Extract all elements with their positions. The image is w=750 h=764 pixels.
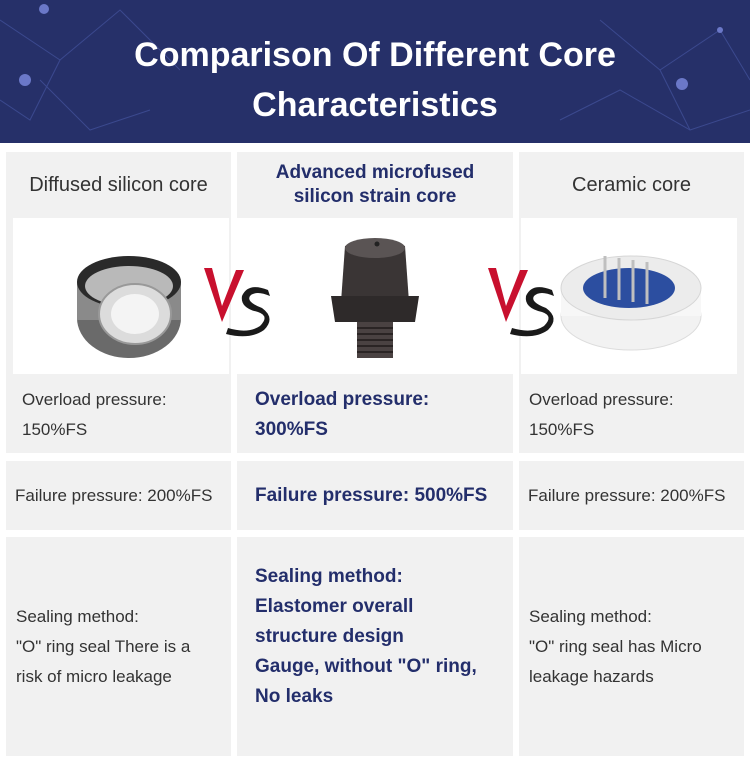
column-header-line2: silicon strain core: [293, 186, 457, 207]
failure-text: Failure pressure: 200%FS: [528, 485, 726, 505]
sealing-line: Sealing method:: [255, 566, 403, 587]
banner-title-line2: Characteristics: [252, 86, 498, 124]
ceramic-core-image: [521, 218, 737, 374]
overload-cell-ceramic: Overload pressure: 150%FS: [519, 377, 744, 453]
sealing-line: "O" ring seal There is a: [16, 636, 191, 656]
failure-cell-microfused: Failure pressure: 500%FS: [237, 461, 513, 530]
sealing-line: leakage hazards: [529, 666, 654, 686]
sealing-cell-diffused: Sealing method: "O" ring seal There is a…: [6, 537, 231, 756]
column-header: Advanced microfused silicon strain core: [237, 152, 513, 218]
sealing-line: "O" ring seal has Micro: [529, 636, 702, 656]
sealing-line: Elastomer overall: [255, 596, 414, 617]
sealing-line: No leaks: [255, 686, 334, 707]
overload-value: 300%FS: [255, 419, 328, 440]
overload-cell-microfused: Overload pressure: 300%FS: [237, 377, 513, 453]
vs-icon: [488, 268, 554, 337]
column-header: Diffused silicon core: [29, 173, 208, 196]
overload-value: 150%FS: [529, 420, 595, 439]
diffused-core-image: [13, 218, 229, 374]
failure-cell-diffused: Failure pressure: 200%FS: [6, 461, 231, 530]
vs-icon: [204, 268, 270, 337]
sealing-cell-microfused: Sealing method: Elastomer overall struct…: [237, 537, 513, 756]
sealing-line: risk of micro leakage: [16, 666, 172, 686]
sealing-cell-ceramic: Sealing method: "O" ring seal has Micro …: [519, 537, 744, 756]
overload-label: Overload pressure:: [22, 390, 167, 409]
overload-cell-diffused: Overload pressure: 150%FS: [6, 377, 231, 453]
sealing-line: Sealing method:: [529, 606, 652, 626]
sealing-line: structure design: [255, 626, 404, 647]
failure-text: Failure pressure: 200%FS: [15, 485, 213, 505]
network-decoration: [0, 4, 750, 131]
overload-label: Overload pressure:: [255, 389, 430, 410]
overload-label: Overload pressure:: [529, 390, 674, 409]
title-banner: Comparison Of Different Core Characteris…: [0, 0, 750, 143]
column-header-line1: Advanced microfused: [275, 162, 475, 183]
banner-title-line1: Comparison Of Different Core: [134, 36, 616, 74]
column-header: Ceramic core: [572, 173, 691, 196]
overload-value: 150%FS: [22, 420, 88, 439]
failure-text: Failure pressure: 500%FS: [255, 484, 488, 506]
sealing-line: Sealing method:: [16, 606, 139, 626]
failure-cell-ceramic: Failure pressure: 200%FS: [519, 461, 744, 530]
microfused-core-image: [237, 218, 513, 374]
sealing-line: Gauge, without "O" ring,: [255, 656, 477, 677]
